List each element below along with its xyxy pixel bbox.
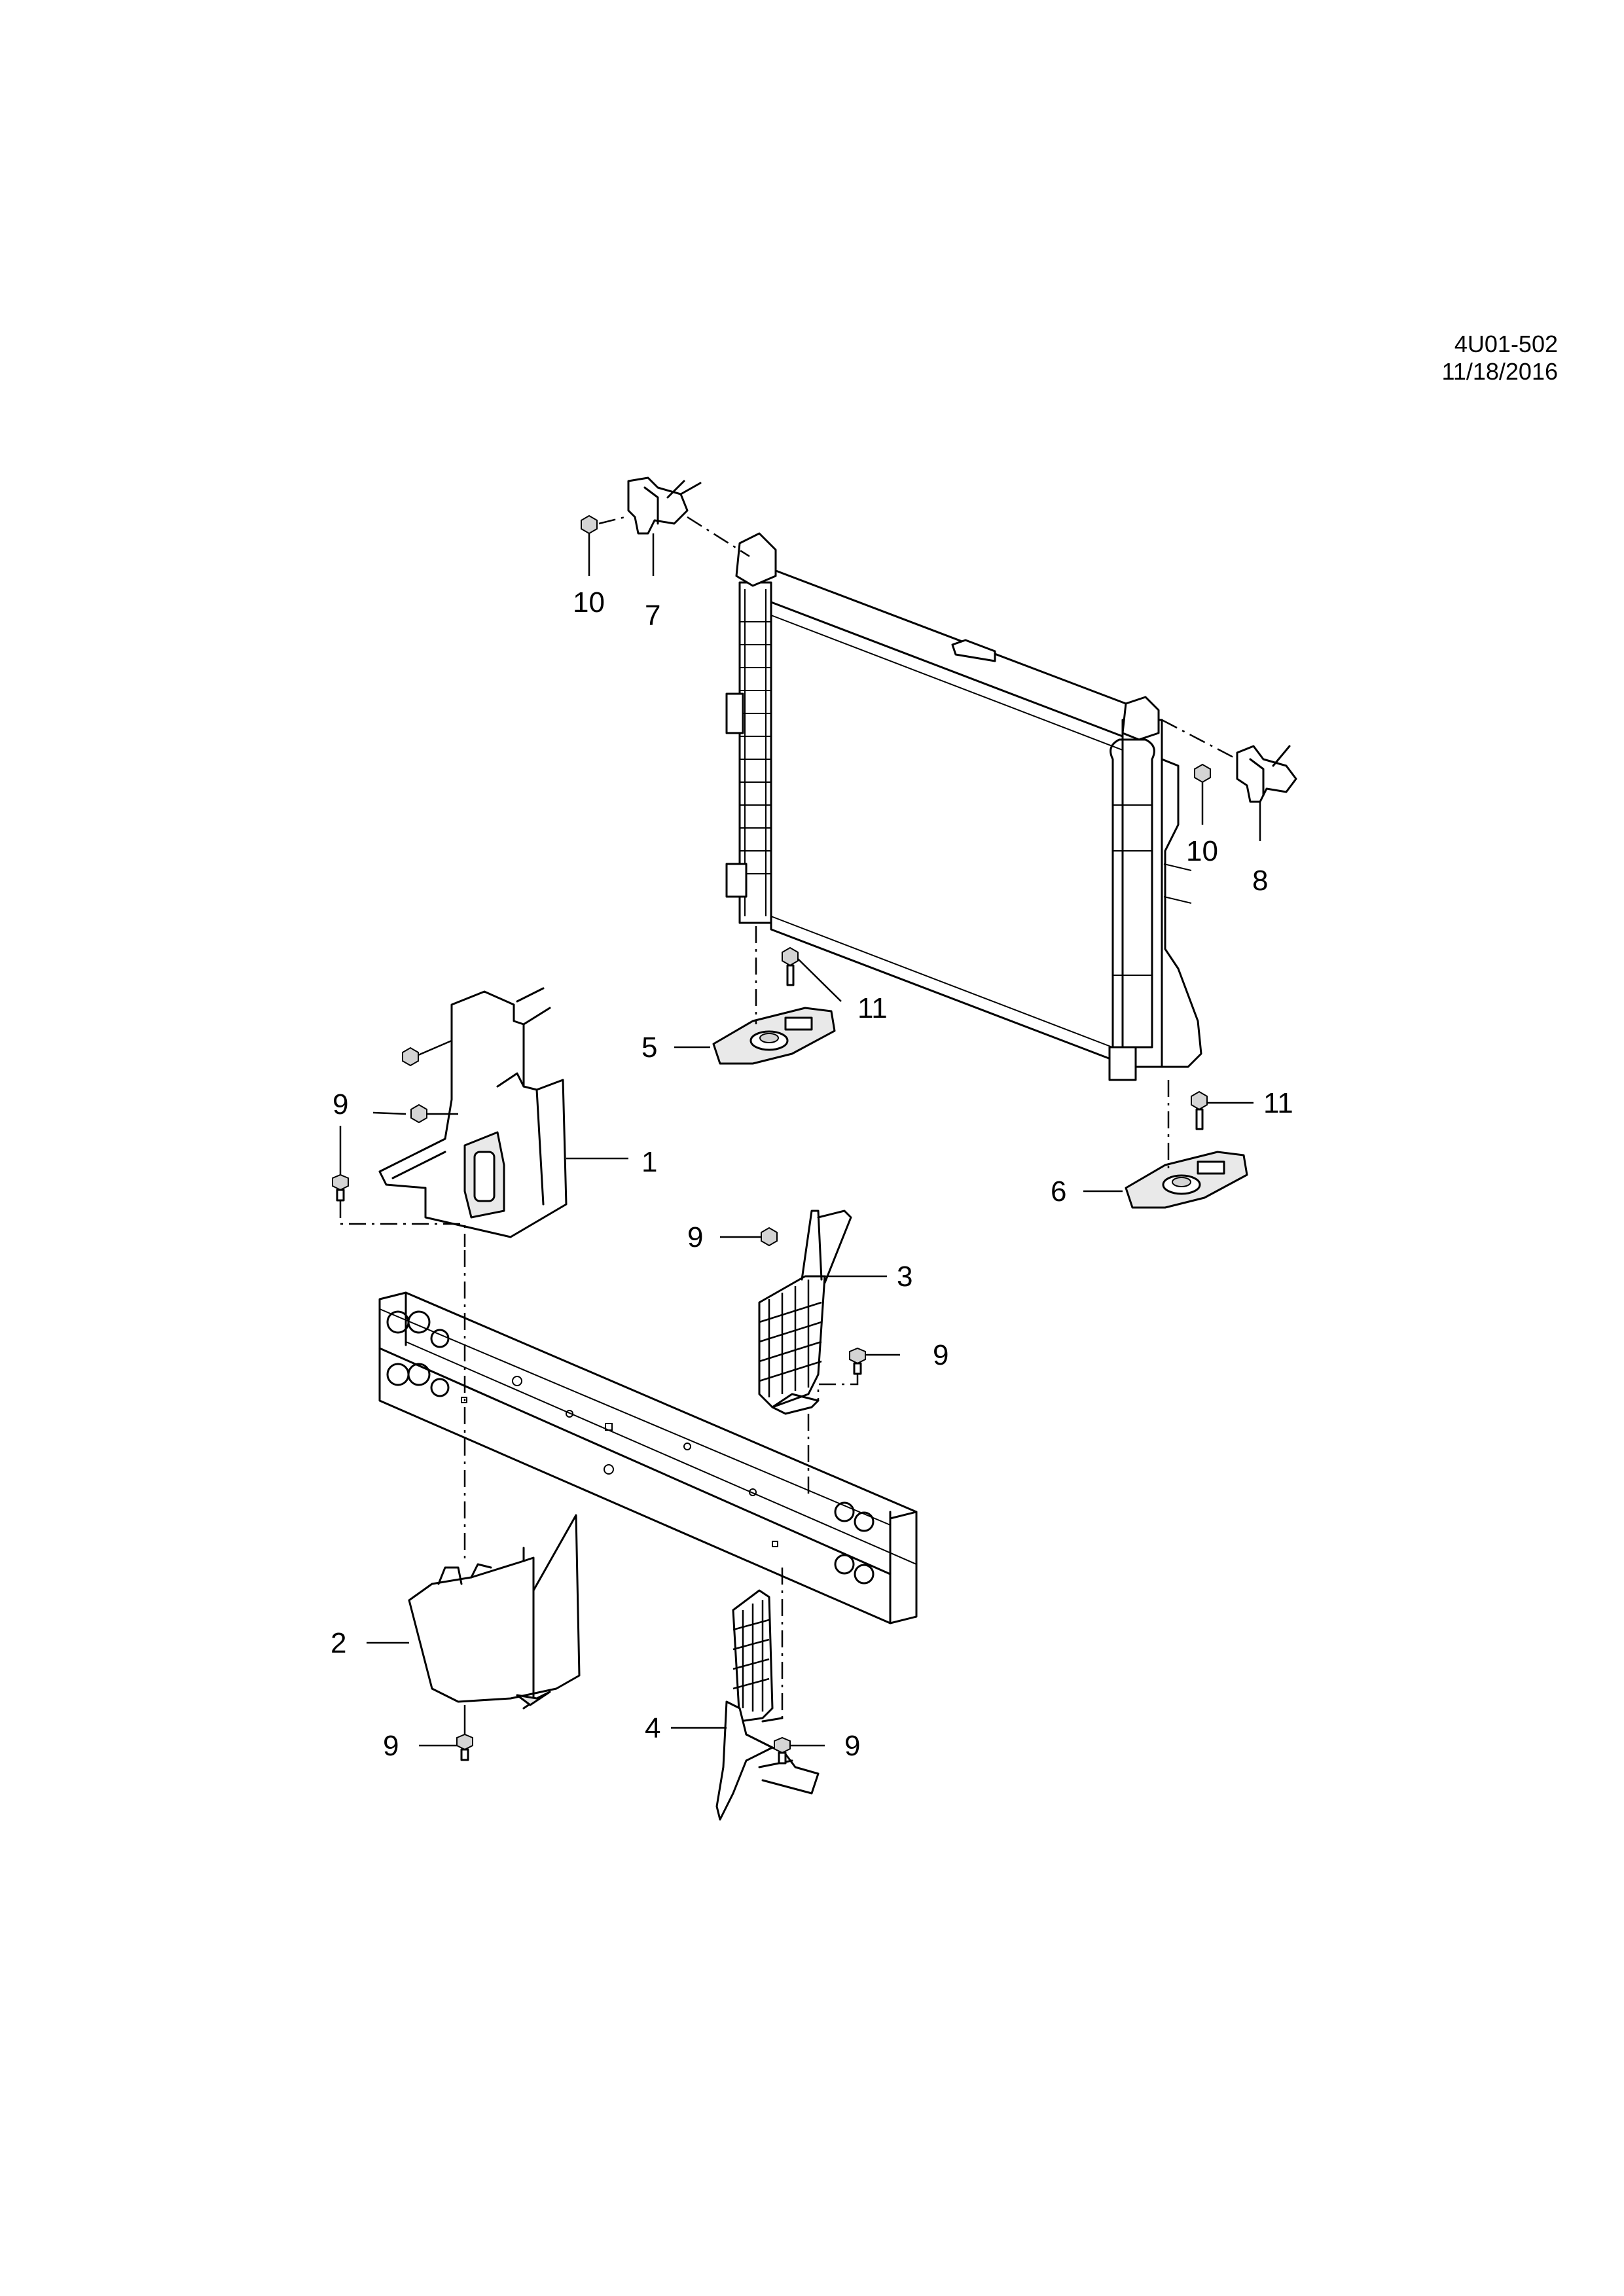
part-10-bolt-right	[1194, 763, 1211, 825]
part-3-air-guide	[758, 1210, 852, 1415]
callout-9-bracket: 9	[333, 1088, 348, 1121]
part-2-lower-deflector	[408, 1514, 581, 1710]
part-1-air-deflector	[378, 987, 568, 1238]
part-9-push-clip-3	[849, 1347, 900, 1375]
part-7-upper-bracket	[627, 476, 702, 535]
callout-1: 1	[641, 1146, 657, 1178]
callout-11-right: 11	[1263, 1087, 1293, 1119]
callout-labels: 1 2 3 4 5 6 7 8 9 9 9 9 9 10 10 11 11	[331, 586, 1293, 1762]
part-4-lower-air-guide	[715, 1589, 820, 1821]
drawing-reference: 4U01-502 11/18/2016	[1441, 331, 1558, 385]
callout-9-air-guide-upper: 9	[687, 1221, 703, 1253]
callout-10-right: 10	[1186, 835, 1218, 867]
radiator-assembly	[725, 532, 1202, 1081]
callout-8: 8	[1252, 865, 1268, 897]
part-9-push-clip-4	[774, 1736, 825, 1765]
part-10-bolt-upper	[581, 514, 598, 576]
callout-11-left: 11	[857, 992, 888, 1024]
callout-2: 2	[331, 1627, 346, 1659]
part-8-upper-bracket	[1236, 745, 1297, 803]
callout-3: 3	[897, 1261, 912, 1293]
callout-7: 7	[645, 600, 660, 632]
part-9-fastener-3a	[720, 1227, 778, 1247]
left-tank-ribs	[740, 621, 771, 874]
part-9-fastener-1a	[402, 1039, 452, 1067]
part-5-lower-mount	[712, 1007, 836, 1065]
callout-4: 4	[645, 1712, 660, 1744]
callout-9-lower-left: 9	[383, 1730, 399, 1762]
part-6-lower-mount	[1125, 1151, 1248, 1209]
callout-9-lower-right: 9	[844, 1730, 860, 1762]
part-9-fastener-1b	[410, 1103, 458, 1124]
part-11-bolt-left	[782, 946, 842, 1002]
callout-5: 5	[641, 1031, 657, 1064]
callout-6: 6	[1051, 1175, 1066, 1208]
callout-9-air-guide-clip: 9	[933, 1339, 948, 1371]
bumper-reinforcement-beam	[378, 1291, 918, 1624]
part-9-push-clip-2	[419, 1705, 473, 1761]
callout-10-upper: 10	[573, 586, 605, 619]
part-11-bolt-right	[1191, 1090, 1254, 1130]
part-9-push-clip-1	[332, 1126, 349, 1202]
